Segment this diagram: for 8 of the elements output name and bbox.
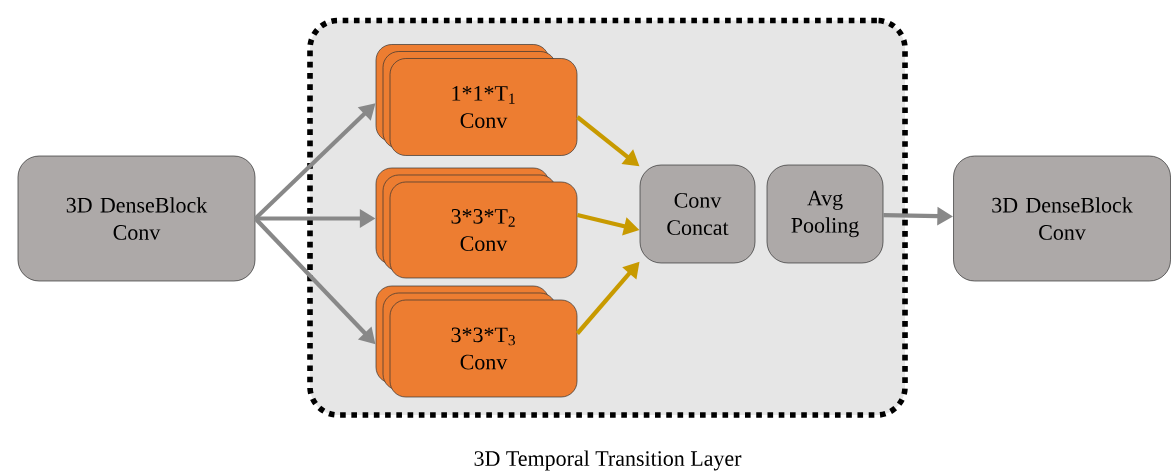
process-box: Avg Pooling	[766, 164, 884, 264]
node-label: 3D Temporal Transition Layer	[474, 450, 742, 471]
stacked-conv-box: 3*3*T$_{2}$ Conv	[375, 167, 578, 279]
process-box: Conv Concat	[639, 164, 756, 264]
stacked-conv-box: 1*1*T$_{1}$ Conv	[375, 44, 578, 156]
stacked-conv-box: 3*3*T$_{3}$ Conv	[375, 285, 578, 398]
process-box: 3D DenseBlock Conv	[17, 155, 256, 282]
process-box: 3D DenseBlock Conv	[953, 155, 1171, 282]
